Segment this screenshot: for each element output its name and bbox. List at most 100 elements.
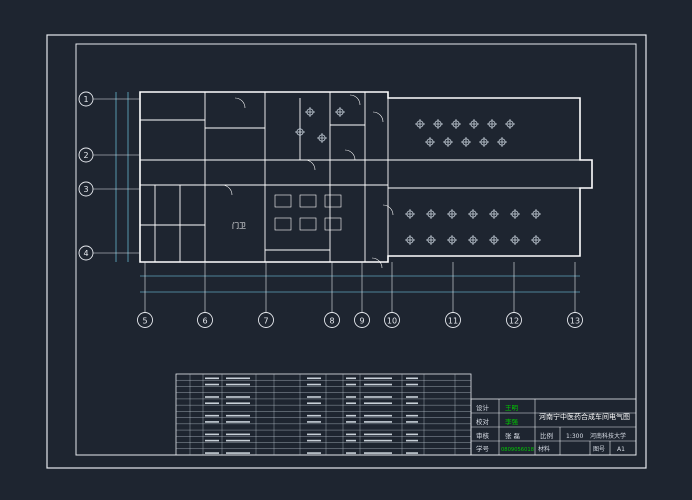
schedule-cell-text — [307, 452, 321, 454]
schedule-cell-text — [307, 396, 321, 398]
sheet-value: A1 — [617, 446, 625, 453]
schedule-cell-text — [307, 439, 321, 442]
schedule-cell-text — [364, 433, 392, 436]
schedule-cell-text — [226, 414, 250, 417]
light-fixture — [468, 235, 478, 245]
schedule-cell-text — [364, 383, 392, 386]
schedule-cell-text — [406, 433, 418, 436]
reviewer-value: 张 磊 — [505, 431, 521, 440]
schedule-cell-text — [205, 396, 219, 398]
equipment-schedule-table — [175, 373, 472, 456]
grid-bubble-label-row: 1 — [83, 95, 88, 104]
schedule-cell-text — [364, 396, 392, 398]
schedule-cell-text — [406, 396, 418, 398]
schedule-cell-text — [307, 414, 321, 417]
checker-value: 李强 — [505, 417, 519, 426]
grid-bubble-label-col: 13 — [570, 317, 580, 326]
grid-bubble-label-row: 4 — [83, 249, 88, 258]
drawing-title: 河南宁中医药合成车间电气图 — [539, 412, 630, 421]
grid-bubble-label-col: 6 — [202, 317, 207, 326]
light-fixture — [335, 107, 345, 117]
grid-bubble — [78, 147, 94, 163]
schedule-cell-text — [226, 377, 250, 380]
light-fixture — [305, 107, 315, 117]
schedule-cell-text — [205, 421, 219, 423]
schedule-cell-text — [205, 377, 219, 380]
schedule-cell-text — [307, 433, 321, 436]
grid-bubble — [78, 181, 94, 197]
schedule-cell-text — [346, 421, 356, 423]
light-fixture — [447, 235, 457, 245]
schedule-cell-text — [346, 396, 356, 398]
light-fixture — [531, 235, 541, 245]
equipment-box — [299, 194, 317, 208]
schedule-cell-text — [364, 439, 392, 442]
schedule-cell-text — [226, 402, 250, 405]
light-fixture — [487, 119, 497, 129]
grid-bubble — [354, 312, 370, 328]
equipment-box — [274, 194, 292, 208]
equipment-box — [324, 194, 342, 208]
scale-label: 比例 — [540, 431, 553, 440]
schedule-cell-text — [346, 377, 356, 380]
dimension-lines — [115, 92, 580, 293]
equipment-box — [299, 217, 317, 231]
sheet-label: 图号 — [593, 446, 605, 453]
grid-bubble — [78, 91, 94, 107]
room-label-office: 门卫 — [232, 221, 246, 230]
schedule-cell-text — [226, 433, 250, 436]
schedule-cell-text — [364, 414, 392, 417]
schedule-cell-text — [346, 402, 356, 405]
schedule-cell-text — [205, 433, 219, 436]
schedule-cell-text — [346, 452, 356, 454]
schedule-cell-text — [205, 414, 219, 417]
door-swing — [234, 97, 246, 109]
schedule-cell-text — [406, 377, 418, 380]
schedule-cell-text — [406, 402, 418, 405]
school-name: 河南科技大学 — [590, 432, 626, 440]
grid-bubble — [258, 312, 274, 328]
door-swing — [304, 159, 316, 171]
door-swing — [372, 111, 384, 123]
light-fixture — [451, 119, 461, 129]
schedule-cell-text — [346, 414, 356, 417]
schedule-cell-text — [307, 421, 321, 423]
light-fixture — [415, 119, 425, 129]
light-fixture — [497, 137, 507, 147]
schedule-cell-text — [226, 421, 250, 423]
wall-segment — [139, 91, 593, 263]
grid-bubble-label-col: 5 — [142, 317, 147, 326]
light-fixture — [405, 235, 415, 245]
light-fixture — [510, 209, 520, 219]
inner-frame — [75, 43, 637, 456]
schedule-cell-text — [406, 452, 418, 454]
schedule-cell-text — [346, 439, 356, 442]
grid-bubble-label-row: 2 — [83, 151, 88, 160]
schedule-cell-text — [226, 396, 250, 398]
schedule-cell-text — [406, 383, 418, 386]
light-fixture — [433, 119, 443, 129]
schedule-cell-text — [226, 383, 250, 386]
door-swing — [349, 94, 361, 106]
equipment-box — [324, 217, 342, 231]
schedule-cell-text — [205, 402, 219, 405]
schedule-cell-text — [226, 439, 250, 442]
schedule-cell-text — [307, 377, 321, 380]
grid-bubble — [78, 245, 94, 261]
grid-bubble-label-col: 8 — [329, 317, 334, 326]
reviewer-label: 审核 — [476, 431, 490, 440]
schedule-cell-text — [406, 421, 418, 423]
schedule-cell-text — [406, 414, 418, 417]
light-fixture — [426, 235, 436, 245]
grid-bubble-label-row: 3 — [83, 185, 88, 194]
light-fixture — [479, 137, 489, 147]
schedule-cell-text — [364, 377, 392, 380]
light-fixture — [461, 137, 471, 147]
grid-bubble-label-col: 12 — [509, 317, 519, 326]
light-fixture — [425, 137, 435, 147]
light-fixture — [317, 133, 327, 143]
schedule-cell-text — [205, 439, 219, 442]
student-id-label: 学号 — [476, 444, 490, 453]
title-block: 设计 王明 校对 李强 审核 张 磊 学号 0809056018 河南宁中医药合… — [470, 398, 637, 456]
